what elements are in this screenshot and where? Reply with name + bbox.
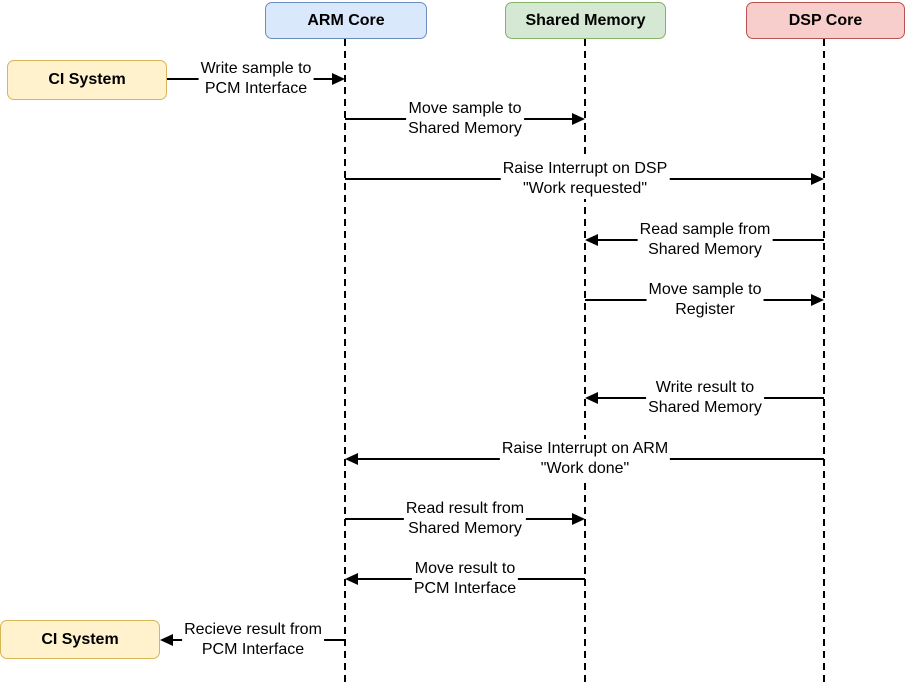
arrowhead-right-icon [811,294,824,306]
actor-label: CI System [41,630,119,648]
arrowhead-right-icon [572,513,585,525]
actor-label: CI System [48,71,126,88]
arrowhead-left-icon [345,573,358,585]
arrowhead-right-icon [572,113,585,125]
actor-arm-core: ARM Core [265,2,427,39]
message-label: Move result to PCM Interface [411,559,519,599]
message-label: Raise Interrupt on DSP "Work requested" [500,159,670,199]
shared-memory-lifeline [584,39,586,683]
message-label: Read sample from Shared Memory [637,220,773,260]
arrowhead-left-icon [345,453,358,465]
actor-shared-memory: Shared Memory [505,2,666,39]
message-label: Write result to Shared Memory [646,378,764,418]
actor-label: Shared Memory [525,11,646,29]
arrowhead-left-icon [585,392,598,404]
arrowhead-right-icon [332,73,345,85]
arrowhead-right-icon [811,173,824,185]
arrowhead-left-icon [585,234,598,246]
actor-dsp-core: DSP Core [746,2,905,39]
actor-ci-system-bottom: CI System [0,620,160,659]
dsp-core-lifeline [823,39,825,683]
arrowhead-left-icon [160,634,173,646]
message-label: Read result from Shared Memory [403,499,527,539]
message-label: Recieve result from PCM Interface [182,620,324,660]
actor-ci-system-top: CI System [7,60,167,100]
message-label: Move sample to Shared Memory [406,99,524,139]
message-label: Write sample to PCM Interface [198,59,314,99]
message-label: Raise Interrupt on ARM "Work done" [499,439,671,479]
actor-label: ARM Core [307,11,385,29]
arm-core-lifeline [344,39,346,683]
actor-label: DSP Core [788,11,863,29]
message-label: Move sample to Register [646,280,764,320]
